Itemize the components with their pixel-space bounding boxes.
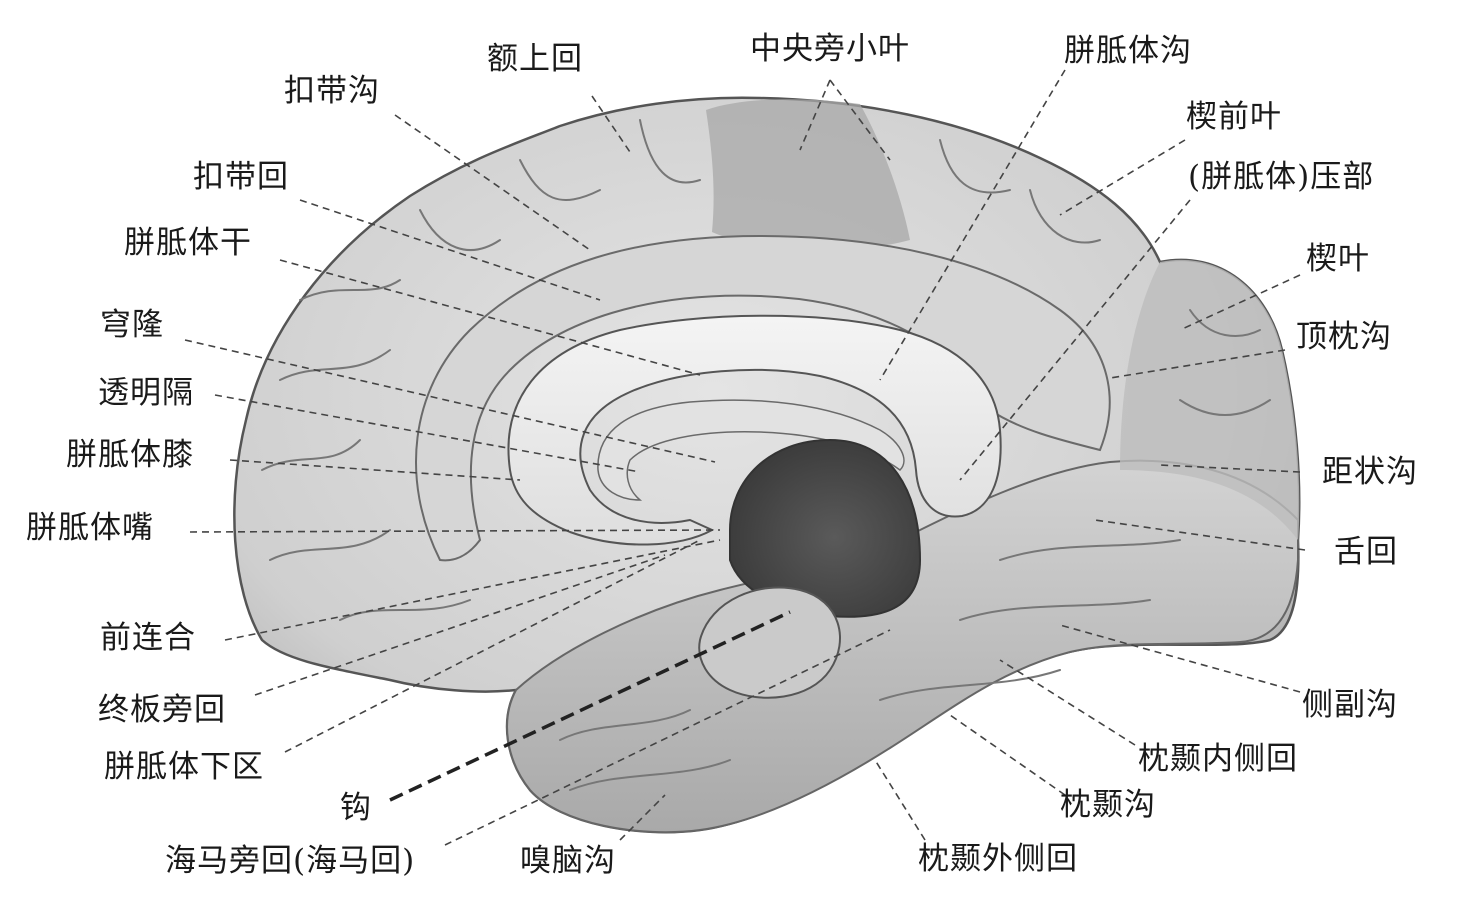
corpus-callosum [507, 314, 1002, 546]
uncus [698, 586, 841, 699]
label-zhong-ban-pang-hui: 终板旁回 [98, 692, 226, 728]
label-pian-zhi-ti-zui: 胼胝体嘴 [26, 510, 154, 546]
label-pian-zhi-ti-ya-bu: (胼胝体)压部 [1188, 159, 1375, 195]
label-hai-ma-pang-hui: 海马旁回(海马回) [165, 843, 416, 879]
gyral-texture [261, 119, 1271, 791]
label-pian-zhi-ti-gou: 胼胝体沟 [1064, 33, 1192, 69]
label-pian-zhi-ti-xia-qu: 胼胝体下区 [104, 749, 264, 785]
label-zhong-yang-pang-xiao-ye: 中央旁小叶 [750, 31, 910, 67]
paracentral-lobule-shade [706, 99, 910, 251]
label-zhen-nie-wai-ce-hui: 枕颞外侧回 [918, 841, 1078, 877]
label-zhen-nie-nei-ce-hui: 枕颞内侧回 [1138, 741, 1298, 777]
label-pian-zhi-ti-gan: 胼胝体干 [124, 225, 252, 261]
uncus-leader-line [389, 610, 791, 802]
label-kou-dai-hui: 扣带回 [193, 159, 289, 195]
label-kou-dai-gou: 扣带沟 [284, 73, 380, 109]
leader-lines [184, 69, 1306, 846]
label-xie-ye: 楔叶 [1306, 241, 1370, 277]
label-xie-qian-ye: 楔前叶 [1186, 99, 1282, 135]
label-tou-ming-ge: 透明隔 [98, 375, 194, 411]
label-zhen-nie-gou: 枕颞沟 [1060, 787, 1156, 823]
cuneus-shade [1120, 259, 1300, 540]
label-pian-zhi-ti-xi: 胼胝体膝 [66, 437, 194, 473]
label-xiu-nao-gou: 嗅脑沟 [520, 843, 616, 879]
label-ding-zhen-gou: 顶枕沟 [1296, 319, 1392, 355]
label-ce-fu-gou: 侧副沟 [1302, 687, 1398, 723]
label-qiong-long: 穹隆 [100, 307, 164, 343]
label-ju-zhuang-gou: 距状沟 [1322, 454, 1418, 490]
label-she-hui: 舌回 [1334, 534, 1398, 570]
label-qian-lian-he: 前连合 [100, 620, 196, 656]
label-gou: 钩 [340, 790, 372, 826]
label-e-shang-hui: 额上回 [487, 41, 583, 77]
